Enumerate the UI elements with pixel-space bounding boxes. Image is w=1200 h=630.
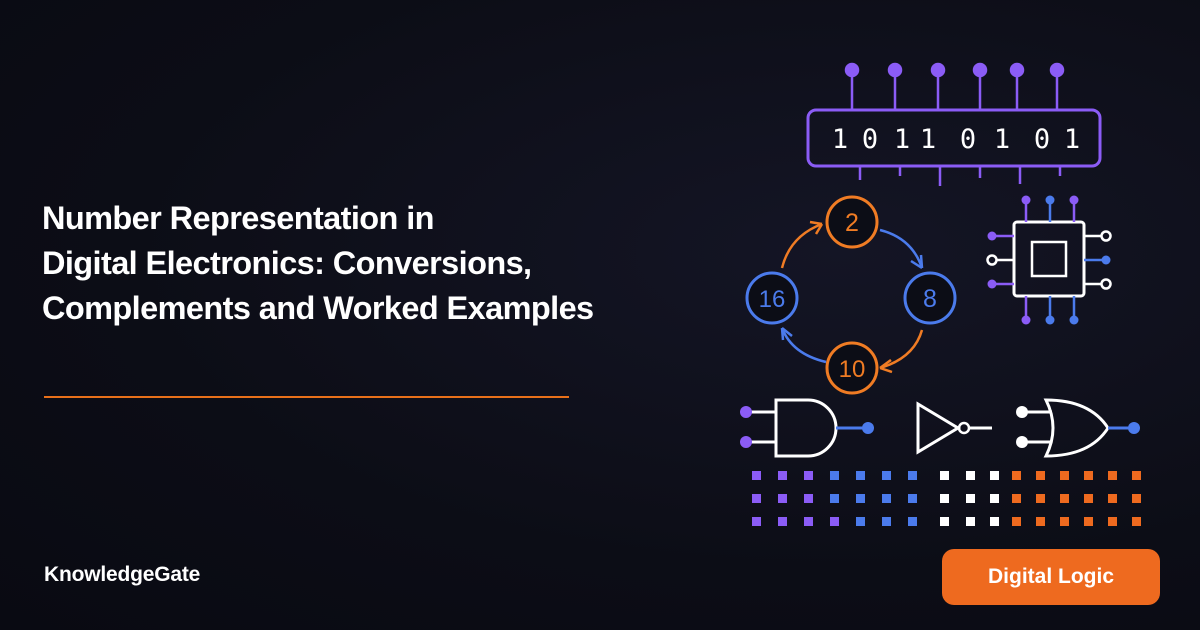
binary-bit: 1 bbox=[832, 124, 848, 155]
not-gate-icon bbox=[916, 401, 992, 455]
binary-bit: 0 bbox=[1034, 124, 1050, 155]
base-label: 16 bbox=[759, 286, 786, 313]
binary-bit: 1 bbox=[920, 124, 936, 155]
binary-bit: 0 bbox=[862, 124, 878, 155]
binary-bit: 1 bbox=[994, 124, 1010, 155]
binary-bit: 1 bbox=[1064, 124, 1080, 155]
or-gate-icon bbox=[1016, 398, 1140, 458]
title-line-2: Digital Electronics: Conversions, bbox=[42, 245, 532, 281]
base-node-10: 10 bbox=[825, 341, 879, 395]
base-node-8: 8 bbox=[903, 271, 957, 325]
base-conversion-cycle: 2 8 10 16 bbox=[745, 195, 957, 395]
page-title: Number Representation in Digital Electro… bbox=[42, 196, 742, 331]
title-divider bbox=[44, 396, 569, 398]
base-label: 8 bbox=[923, 285, 937, 313]
binary-register: 1 0 1 1 0 1 0 1 bbox=[806, 62, 1102, 186]
title-line-1: Number Representation in bbox=[42, 200, 435, 236]
and-gate-icon bbox=[740, 398, 874, 458]
base-node-16: 16 bbox=[745, 271, 799, 325]
binary-bit: 1 bbox=[894, 124, 910, 155]
brand-logo-text: KnowledgeGate bbox=[44, 563, 201, 586]
base-label: 10 bbox=[839, 356, 866, 383]
pixel-matrix bbox=[752, 471, 1141, 526]
title-line-3: Complements and Worked Examples bbox=[42, 290, 594, 326]
category-tag-button[interactable]: Digital Logic bbox=[942, 549, 1160, 605]
binary-bit: 0 bbox=[960, 124, 976, 155]
base-label: 2 bbox=[845, 209, 859, 237]
microchip-icon bbox=[986, 195, 1112, 325]
base-node-2: 2 bbox=[825, 195, 879, 249]
